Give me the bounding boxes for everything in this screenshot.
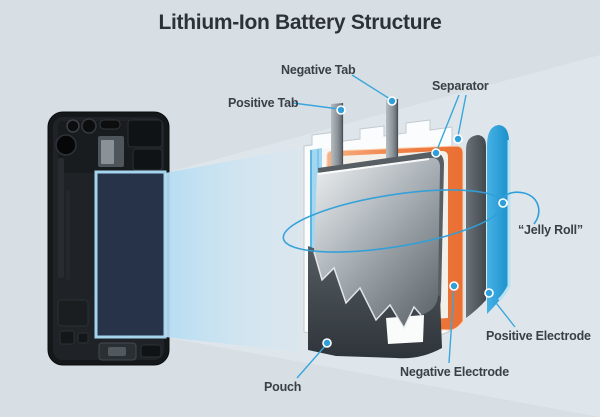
camera-lens-icon: [81, 118, 97, 134]
leader-line-negative-tab: [351, 74, 391, 100]
battery-stack: [303, 99, 511, 359]
leader-dot-pouch: [322, 338, 332, 348]
label-pouch: Pouch: [264, 380, 302, 394]
leader-line-positive-tab: [292, 102, 340, 110]
leader-line-pouch: [296, 344, 327, 379]
leader-line-positive-electrode: [488, 293, 516, 328]
leader-dot-separator-left: [431, 148, 441, 158]
label-positive-electrode: Positive Electrode: [486, 329, 591, 343]
label-negative-electrode: Negative Electrode: [400, 365, 509, 379]
pouch-back-window: [386, 315, 424, 344]
label-jelly-roll: “Jelly Roll”: [518, 223, 583, 237]
pouch-front-sheet: [314, 157, 440, 328]
label-separator: Separator: [432, 79, 489, 93]
leader-dot-positive-tab: [336, 105, 346, 115]
leader-line-negative-electrode: [448, 287, 455, 364]
leader-dot-negative-tab: [387, 96, 397, 106]
leader-dot-negative-electrode: [449, 281, 459, 291]
leader-lines: [292, 74, 516, 379]
leader-line-separator-right: [457, 94, 467, 137]
page-title: Lithium-Ion Battery Structure: [158, 11, 442, 34]
leader-dots: [322, 96, 508, 348]
phone-battery-highlight: [94, 170, 167, 339]
camera-lens-icon: [66, 119, 80, 133]
positive-electrode-edge-highlight: [497, 140, 511, 302]
positive-electrode-layer: [487, 125, 509, 314]
leader-dot-separator-right: [453, 134, 463, 144]
negative-tab-shape: [386, 99, 399, 164]
torn-edge-highlight: [313, 251, 422, 330]
projection-beam: [165, 148, 300, 352]
label-negative-tab: Negative Tab: [281, 63, 356, 77]
phone-illustration: [47, 111, 170, 366]
leader-dot-positive-electrode: [484, 288, 494, 298]
leader-line-separator-left: [436, 94, 460, 151]
leader-dot-jelly-roll: [498, 198, 508, 208]
label-positive-tab: Positive Tab: [228, 96, 299, 110]
